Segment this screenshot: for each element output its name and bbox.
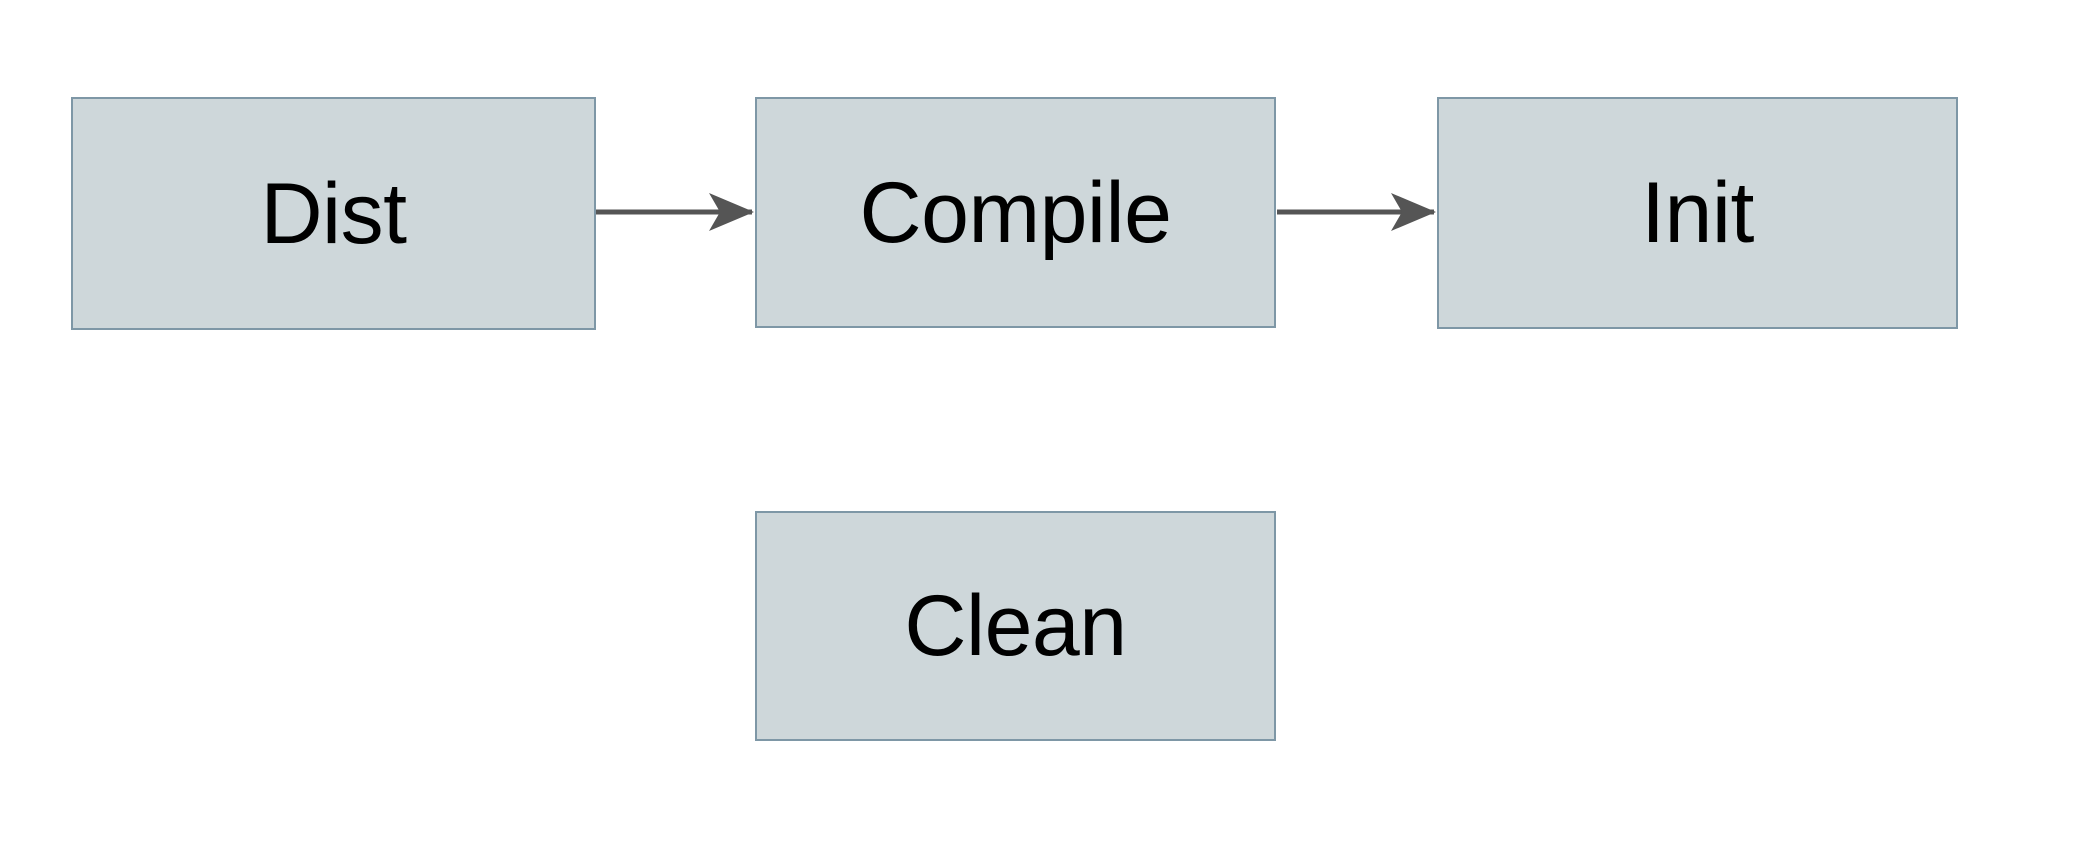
node-compile-label: Compile — [859, 164, 1172, 261]
node-compile[interactable]: Compile — [755, 97, 1276, 328]
node-dist[interactable]: Dist — [71, 97, 596, 330]
node-init[interactable]: Init — [1437, 97, 1958, 329]
node-clean-label: Clean — [904, 578, 1127, 674]
node-init-label: Init — [1641, 165, 1754, 261]
node-clean[interactable]: Clean — [755, 511, 1276, 741]
node-dist-label: Dist — [260, 165, 407, 262]
